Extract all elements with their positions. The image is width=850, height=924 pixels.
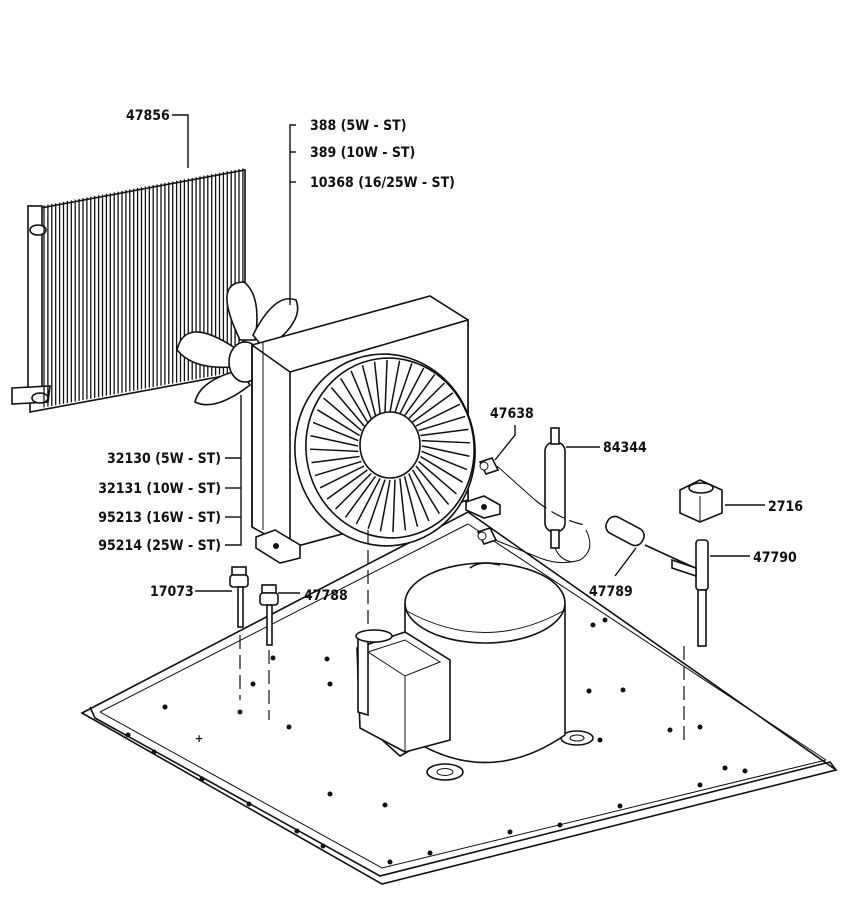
label-switch-right: 47788: [304, 588, 348, 604]
label-filter-drier: 84344: [603, 440, 647, 456]
label-fan-motor-10w: 389 (10W - ST): [310, 145, 415, 161]
label-fan-blade-10w: 32131 (10W - ST): [98, 481, 221, 497]
service-valve-upper: [478, 457, 536, 501]
solenoid-coil: [679, 479, 723, 523]
label-fan-blade-5w: 32130 (5W - ST): [107, 451, 221, 467]
label-solenoid-valve: 47790: [753, 550, 797, 566]
label-condenser: 47856: [126, 108, 170, 124]
label-valve-upper: 47638: [490, 406, 534, 422]
label-fan-blade-25w: 95214 (25W - ST): [98, 538, 221, 554]
solenoid-valve: [671, 539, 709, 647]
label-strainer: 47789: [589, 584, 633, 600]
part-labels: 47856 388 (5W - ST) 389 (10W - ST) 10368…: [98, 108, 803, 604]
label-switch-left: 17073: [150, 584, 194, 600]
filter-drier: [544, 427, 573, 563]
label-solenoid-coil: 2716: [768, 499, 803, 515]
leader-lines: [172, 114, 765, 594]
label-fan-motor-16-25w: 10368 (16/25W - ST): [310, 175, 455, 191]
label-fan-blade-16w: 95213 (16W - ST): [98, 510, 221, 526]
svg-text:+: +: [195, 732, 203, 745]
pressure-switch-17073: [229, 566, 249, 628]
fan-shroud: [251, 295, 501, 564]
assembly-lines: [239, 499, 685, 745]
condenser-coil: [11, 168, 246, 413]
strainer: [605, 515, 696, 569]
label-fan-motor-5w: 388 (5W - ST): [310, 118, 407, 134]
pressure-switch-47788: [259, 584, 279, 646]
compressor: [355, 562, 594, 781]
service-valve-lower: [476, 527, 591, 564]
